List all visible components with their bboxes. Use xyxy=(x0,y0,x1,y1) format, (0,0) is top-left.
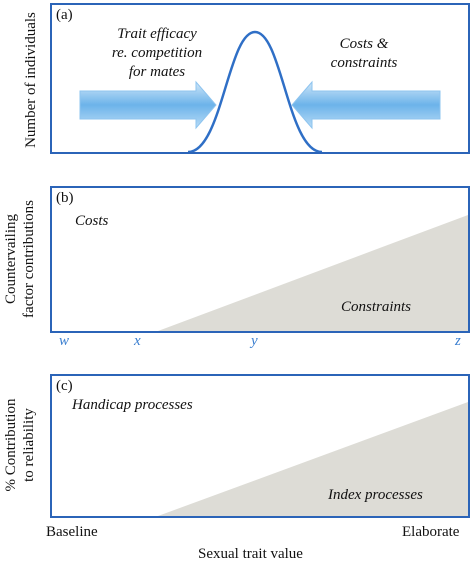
constraints-region xyxy=(158,215,468,331)
index-text: Index processes xyxy=(328,487,423,503)
panel-b-graphic xyxy=(158,215,468,331)
panel-a-label: (a) xyxy=(56,7,73,23)
index-processes-region xyxy=(158,402,468,516)
left-arrow-text-line-1: Trait efficacy xyxy=(117,26,197,42)
panel-b-ylabel-line-1: Countervailing xyxy=(3,214,19,304)
left-arrow-text-line-2: re. competition xyxy=(111,45,203,61)
tick-w: w xyxy=(59,333,70,349)
panel-c-frame: (c) Handicap processes Index processes xyxy=(50,374,470,518)
tick-x: x xyxy=(134,333,141,349)
tick-y: y xyxy=(251,333,258,349)
x-axis-title: Sexual trait value xyxy=(198,546,303,562)
panel-a-graphic xyxy=(79,30,441,152)
panel-c-ylabel: % Contribution to reliability xyxy=(2,360,38,530)
left-arrow-text-line-3: for mates xyxy=(128,64,186,80)
panel-b-ylabel: Countervailing factor contributions xyxy=(2,174,38,344)
panel-b-frame: (b) Costs Constraints xyxy=(50,186,470,333)
right-arrow xyxy=(291,80,441,130)
panel-c-label: (c) xyxy=(56,378,73,394)
right-arrow-text-line-1: Costs & xyxy=(339,36,389,52)
left-arrow-text: Trait efficacy re. competition for mates xyxy=(92,25,222,82)
panel-b-label: (b) xyxy=(56,190,74,206)
panel-c-ylabel-line-2: to reliability xyxy=(21,408,37,482)
right-arrow-text: Costs & constraints xyxy=(304,35,424,73)
panel-b-ylabel-line-2: factor contributions xyxy=(21,200,37,318)
left-arrow xyxy=(79,80,217,130)
tick-z: z xyxy=(455,333,461,349)
panel-a-frame: (a) Trait efficacy re. competition for m… xyxy=(50,3,470,154)
panel-c-ylabel-line-1: % Contribution xyxy=(3,398,19,492)
handicap-text: Handicap processes xyxy=(72,397,193,413)
panel-a-ylabel: Number of individuals xyxy=(23,12,39,148)
constraints-text: Constraints xyxy=(341,299,412,315)
distribution-curve xyxy=(187,30,323,152)
x-axis-left-label: Baseline xyxy=(46,524,98,540)
costs-text: Costs xyxy=(75,213,109,229)
panel-c-graphic xyxy=(158,402,468,516)
right-arrow-text-line-2: constraints xyxy=(330,55,398,71)
x-axis-right-label: Elaborate xyxy=(402,524,460,540)
